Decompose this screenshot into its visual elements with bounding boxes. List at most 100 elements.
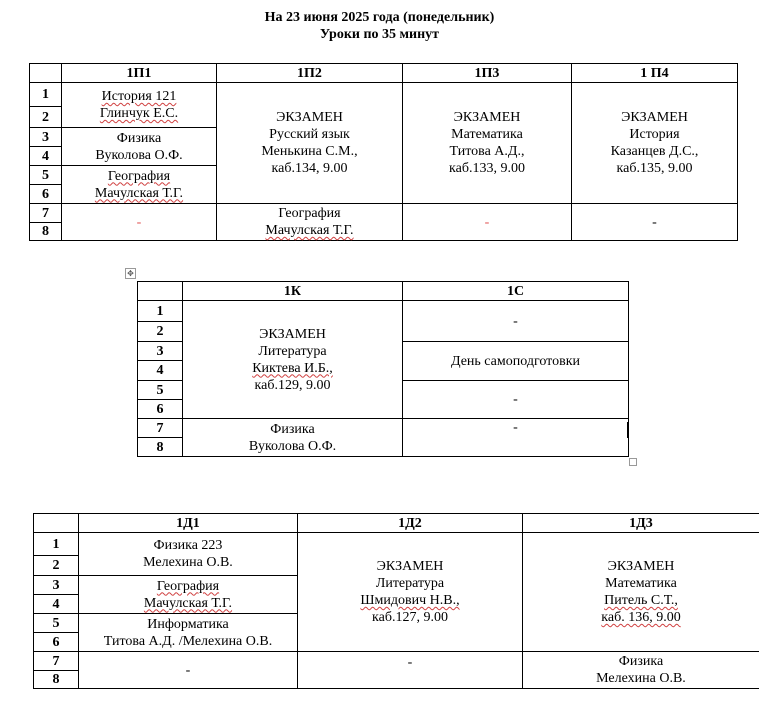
cell-1d3-physics: Физика Мелехина О.В.: [522, 651, 759, 689]
table-row: 1 История 121 Глинчук Е.С. ЭКЗАМЕН Русск…: [29, 82, 738, 204]
heading-date: На 23 июня 2025 года (понедельник): [264, 10, 495, 25]
subject-text: Физика 223: [153, 538, 223, 553]
exam-teacher: Шмидович Н.В.,: [360, 593, 460, 608]
document-heading: На 23 июня 2025 года (понедельник) Уроки…: [0, 9, 759, 43]
exam-subject: Литература: [258, 343, 327, 359]
teacher-text: Вуколова О.Ф.: [95, 147, 183, 163]
cell-1d1-physics: Физика 223 Мелехина О.В.: [78, 532, 298, 576]
lesson-number: 3: [137, 341, 183, 361]
cell-1d2-empty: -: [297, 651, 523, 689]
cell-1k-exam: ЭКЗАМЕН Литература Киктева И.Б., каб.129…: [182, 300, 403, 419]
lesson-number: 8: [33, 670, 79, 689]
teacher-text: Глинчук Е.С.: [99, 106, 179, 121]
cell-1p1-history: История 121 Глинчук Е.С.: [61, 82, 217, 128]
exam-subject: Литература: [375, 576, 445, 591]
table-row: 3 День самоподготовки: [137, 341, 629, 381]
subject-text: История 121: [101, 89, 177, 104]
table-row: 5 -: [137, 380, 629, 419]
lesson-number: 3: [33, 575, 79, 595]
schedule-table-1d: 1Д1 1Д2 1Д3 1 Физика 223 Мелехина О.В. Э…: [33, 513, 759, 689]
exam-room-time: каб.133, 9.00: [449, 161, 525, 176]
lesson-number: 6: [29, 184, 62, 204]
lesson-number: 2: [33, 555, 79, 576]
lesson-number: 2: [29, 106, 62, 128]
lesson-number: 7: [29, 203, 62, 223]
table-resize-handle-icon[interactable]: [629, 458, 637, 466]
lesson-number: 6: [137, 399, 183, 419]
cell-1k-physics: Физика Вуколова О.Ф.: [182, 418, 403, 457]
subject-text: Информатика: [147, 616, 229, 632]
exam-room-time: каб.129, 9.00: [254, 377, 331, 393]
cell-1p4-empty: -: [571, 203, 738, 241]
cell-1p2-geography: География Мачулская Т.Г.: [216, 203, 403, 241]
table-move-handle-icon[interactable]: ✥: [125, 268, 136, 279]
schedule-table-1k-1s: 1К 1С 1 ЭКЗАМЕН Литература Киктева И.Б.,…: [137, 281, 629, 457]
subject-text: Физика: [270, 421, 315, 437]
exam-label: ЭКЗАМЕН: [276, 110, 343, 125]
teacher-text: Мачулская Т.Г.: [143, 595, 233, 611]
teacher-text: Вуколова О.Ф.: [248, 438, 337, 454]
corner-cell: [29, 63, 62, 83]
exam-label: ЭКЗАМЕН: [607, 559, 675, 574]
table-row: 8: [33, 670, 759, 689]
table-row: 8: [137, 437, 629, 457]
text-cursor: [627, 422, 628, 438]
group-header-1p4: 1 П4: [571, 63, 738, 83]
teacher-text: Мачулская Т.Г.: [265, 223, 354, 238]
cell-1s-empty: -: [402, 380, 629, 419]
group-header-1d1: 1Д1: [78, 513, 298, 533]
teacher-text: Титова А.Д. /Мелехина О.В.: [103, 633, 273, 649]
cell-1p1-physics: Физика Вуколова О.Ф.: [61, 127, 217, 166]
exam-room-time: каб. 136, 9.00: [601, 610, 681, 625]
exam-label: ЭКЗАМЕН: [376, 559, 444, 574]
lesson-number: 1: [137, 300, 183, 322]
group-header-1s: 1С: [402, 281, 629, 301]
exam-room-time: каб.134, 9.00: [271, 161, 348, 176]
corner-cell: [33, 513, 79, 533]
cell-1d2-exam: ЭКЗАМЕН Литература Шмидович Н.В., каб.12…: [297, 532, 523, 652]
group-header-1p3: 1П3: [402, 63, 572, 83]
exam-subject: Математика: [605, 576, 677, 591]
lesson-number: 1: [33, 532, 79, 556]
cell-1p1-empty: -: [61, 203, 217, 241]
lesson-number: 6: [33, 632, 79, 652]
teacher-text: Мачулская Т.Г.: [94, 185, 184, 201]
exam-teacher: Киктева И.Б.,: [252, 360, 333, 376]
exam-room-time: каб.127, 9.00: [372, 610, 448, 625]
cell-1s-empty: -: [402, 300, 629, 342]
teacher-text: Мелехина О.В.: [596, 671, 686, 686]
table-row: 5 Информатика Титова А.Д. /Мелехина О.В.: [33, 613, 759, 652]
lesson-number: 7: [33, 651, 79, 671]
schedule-table-1p: 1П1 1П2 1П3 1 П4 1 История 121 Глинчук Е…: [29, 63, 738, 241]
cell-1d1-empty: -: [78, 651, 298, 689]
group-header-1d3: 1Д3: [522, 513, 759, 533]
exam-subject: Русский язык: [269, 127, 350, 142]
table-row: 7 - - Физика Мелехина О.В.: [33, 651, 759, 689]
lesson-number: 4: [137, 360, 183, 381]
exam-subject: История: [629, 127, 680, 142]
teacher-text: Мелехина О.В.: [143, 555, 233, 570]
cell-1p4-exam: ЭКЗАМЕН История Казанцев Д.С., каб.135, …: [571, 82, 738, 204]
table-row: 7 - География Мачулская Т.Г. - -: [29, 203, 738, 241]
table-row: 7 Физика Вуколова О.Ф. -: [137, 418, 629, 457]
group-header-1d2: 1Д2: [297, 513, 523, 533]
table-header-row: 1К 1С: [137, 281, 629, 301]
subject-text: Физика: [618, 654, 664, 669]
lesson-number: 2: [137, 321, 183, 342]
heading-lesson-duration: Уроки по 35 минут: [319, 27, 440, 42]
lesson-number: 4: [33, 594, 79, 614]
exam-label: ЭКЗАМЕН: [259, 326, 326, 342]
cell-1p3-empty: -: [402, 203, 572, 241]
table-row: 8: [29, 222, 738, 241]
cell-1s-empty: -: [402, 418, 629, 457]
group-header-1k: 1К: [182, 281, 403, 301]
lesson-number: 5: [137, 380, 183, 400]
cell-1s-self-study: День самоподготовки: [402, 341, 629, 381]
group-header-1p2: 1П2: [216, 63, 403, 83]
exam-subject: Математика: [451, 127, 523, 142]
lesson-number: 5: [29, 165, 62, 185]
lesson-number: 8: [137, 437, 183, 457]
cell-1p3-exam: ЭКЗАМЕН Математика Титова А.Д., каб.133,…: [402, 82, 572, 204]
corner-cell: [137, 281, 183, 301]
table-header-row: 1П1 1П2 1П3 1 П4: [29, 63, 738, 83]
